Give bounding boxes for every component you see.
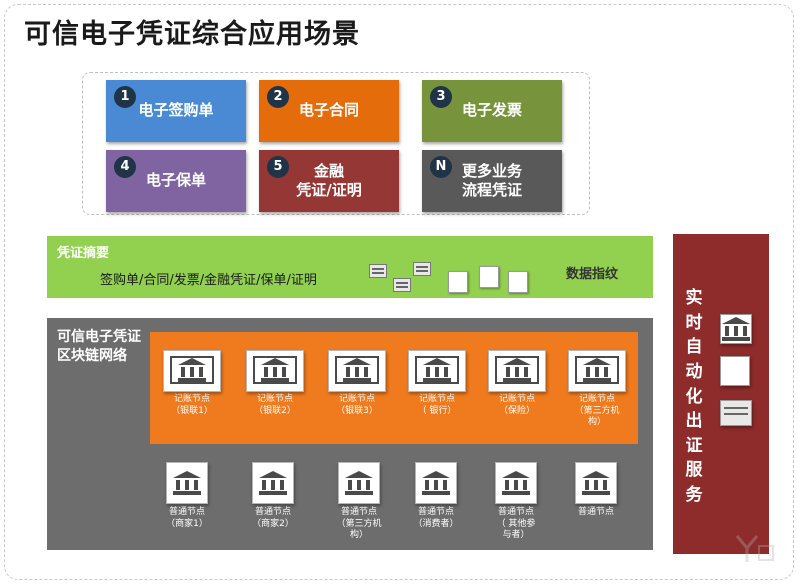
monitor-icon <box>163 350 221 392</box>
ledger-node-label: 记账节点 （第三方机 构） <box>574 394 620 428</box>
ledger-node: 记账节点 （保险） <box>487 350 547 417</box>
page-title: 可信电子凭证综合应用场景 <box>24 19 360 50</box>
document-icon <box>508 271 528 293</box>
scenario-number: 1 <box>114 86 136 108</box>
ledger-nodes-band: 记账节点 （银联1） 记账节点 （银联2） 记账节点 （银联3） 记账节点 （ … <box>150 332 638 444</box>
server-icon <box>369 264 387 278</box>
ordinary-node-label: 普通节点 （消费者） <box>413 507 459 529</box>
scenario-number: 2 <box>267 86 289 108</box>
ordinary-node: 普通节点 （第三方机 构） <box>327 462 391 542</box>
scenario-tile-4: 4 电子保单 <box>106 150 246 212</box>
blockchain-title: 可信电子凭证 区块链网络 <box>57 329 141 364</box>
scenario-number: N <box>430 156 452 178</box>
service-title: 实时自动化出证服务 <box>685 288 703 506</box>
scenario-label: 电子保单 <box>145 171 206 190</box>
bank-icon <box>343 358 371 382</box>
ledger-node: 记账节点 （ 银行） <box>407 350 467 417</box>
ledger-node-label: 记账节点 （银联3） <box>336 394 378 416</box>
ordinary-node-label: 普通节点 （商家2） <box>252 507 294 529</box>
server-icon <box>393 278 411 292</box>
scenario-number: 4 <box>114 156 136 178</box>
scenario-label: 金融 凭证/证明 <box>296 161 362 200</box>
data-fingerprint-label: 数据指纹 <box>566 267 619 282</box>
bank-icon <box>261 358 289 382</box>
scenario-tile-3: 3 电子发票 <box>422 80 562 142</box>
ledger-node: 记账节点 （银联1） <box>162 350 222 417</box>
bank-icon <box>338 462 380 504</box>
scenario-label: 更多业务 流程凭证 <box>461 161 522 200</box>
scenario-tile-n: N 更多业务 流程凭证 <box>422 150 562 212</box>
document-icon <box>479 266 499 288</box>
monitor-icon <box>328 350 386 392</box>
scenario-tile-5: 5 金融 凭证/证明 <box>259 150 399 212</box>
ledger-node-label: 记账节点 （银联1） <box>171 394 213 416</box>
watermark-logo-icon <box>735 535 774 562</box>
bank-icon <box>415 462 457 504</box>
ordinary-node: 普通节点 （商家1） <box>155 462 219 530</box>
scenario-label: 电子签购单 <box>138 101 214 120</box>
scenario-label: 电子合同 <box>298 101 359 120</box>
ledger-node-label: 记账节点 （保险） <box>498 394 535 416</box>
outer-frame <box>4 4 794 580</box>
ledger-node-label: 记账节点 （银联2） <box>254 394 296 416</box>
bank-icon <box>252 462 294 504</box>
document-icon <box>720 356 750 386</box>
bank-icon <box>495 462 537 504</box>
ordinary-node: 普通节点 （消费者） <box>404 462 468 530</box>
ordinary-node-label: 普通节点 <box>577 507 614 517</box>
monitor-icon <box>246 350 304 392</box>
scenario-tile-1: 1 电子签购单 <box>106 80 246 142</box>
blockchain-network: 可信电子凭证 区块链网络 记账节点 （银联1） 记账节点 （银联2） 记账节点 … <box>47 318 653 550</box>
certification-service-panel: 实时自动化出证服务 <box>673 234 769 554</box>
bank-icon <box>423 358 451 382</box>
ledger-node: 记账节点 （银联2） <box>245 350 305 417</box>
scenario-label: 电子发票 <box>461 101 522 120</box>
bank-icon <box>503 358 531 382</box>
bank-icon <box>720 314 752 344</box>
ordinary-node-label: 普通节点 （ 其他参 与者） <box>496 507 536 541</box>
ledger-node: 记账节点 （第三方机 构） <box>567 350 627 429</box>
ordinary-node-label: 普通节点 （商家1） <box>166 507 208 529</box>
ordinary-node: 普通节点 <box>564 462 628 519</box>
scenario-number: 5 <box>267 156 289 178</box>
server-icon <box>413 262 431 276</box>
bank-icon <box>166 462 208 504</box>
monitor-icon <box>488 350 546 392</box>
bank-icon <box>583 358 611 382</box>
summary-title: 凭证摘要 <box>57 246 110 261</box>
monitor-icon <box>568 350 626 392</box>
scenario-tile-2: 2 电子合同 <box>259 80 399 142</box>
server-icon <box>720 400 752 426</box>
ordinary-node: 普通节点 （商家2） <box>241 462 305 530</box>
bank-icon <box>575 462 617 504</box>
bank-icon <box>178 358 206 382</box>
ordinary-node-label: 普通节点 （第三方机 构） <box>336 507 382 541</box>
summary-band: 凭证摘要 签购单/合同/发票/金融凭证/保单/证明 数据指纹 <box>47 236 653 298</box>
document-icon <box>448 271 468 293</box>
scenario-box: 1 电子签购单 2 电子合同 3 电子发票 4 电子保单 5 金融 凭证/证明 … <box>82 72 590 215</box>
summary-list: 签购单/合同/发票/金融凭证/保单/证明 <box>100 273 317 288</box>
scenario-number: 3 <box>430 86 452 108</box>
ledger-node-label: 记账节点 （ 银行） <box>417 394 457 416</box>
ledger-node: 记账节点 （银联3） <box>327 350 387 417</box>
monitor-icon <box>408 350 466 392</box>
ordinary-node: 普通节点 （ 其他参 与者） <box>484 462 548 542</box>
